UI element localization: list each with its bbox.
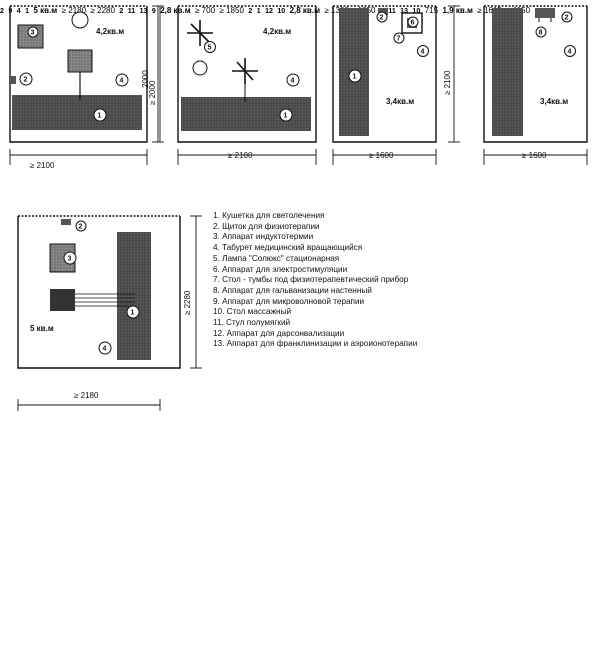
room-1-width: ≥ 2100 [30, 161, 55, 170]
solux-lamp-1 [187, 20, 213, 46]
svg-text:1: 1 [131, 310, 135, 317]
svg-text:1: 1 [353, 74, 357, 81]
room-8-area: 2,8 кв.м [289, 6, 320, 15]
room-2: 5 4 1 4,2кв.м ≥ 2100 ≥ 2000 [148, 5, 317, 165]
room-6-width: ≥ 2180 [61, 6, 87, 15]
svg-text:3: 3 [31, 30, 35, 37]
couch-4 [492, 8, 523, 136]
galvanization-device [535, 8, 555, 18]
room-2-width: ≥ 2100 [228, 151, 253, 160]
svg-text:4: 4 [291, 78, 295, 85]
chair-7: 2 11 13 9 2,8 кв.м ≥ 700 ≥ 1850 [119, 6, 244, 15]
svg-text:4: 4 [568, 49, 572, 56]
svg-text:2: 2 [24, 77, 28, 84]
room-3-height: ≥ 2100 [443, 70, 452, 95]
svg-text:6: 6 [411, 20, 415, 27]
table-device [67, 49, 93, 73]
room-5-area: 5 кв.м [30, 324, 54, 333]
svg-text:1: 1 [98, 113, 102, 120]
solux-lamp-2 [232, 58, 258, 84]
room-7-area: 2,8 кв.м [160, 6, 191, 15]
legend-item: 3. Аппарат индуктотермии [213, 232, 314, 242]
svg-text:4: 4 [120, 78, 124, 85]
svg-text:4: 4 [103, 346, 107, 353]
room-5-width: ≥ 2180 [74, 391, 99, 400]
legend-item: 10. Стол массажный [213, 307, 292, 317]
room-9-width: ≥ 1615 [477, 6, 502, 15]
room-2-height: ≥ 2000 [148, 80, 157, 105]
legend-item: 2. Щиток для физиотерапии [213, 221, 320, 231]
legend-item: 7. Стол - тумбы под физиотерапевтический… [213, 275, 409, 285]
couch-5 [117, 232, 151, 360]
room-6-height: ≥ 2280 [90, 6, 115, 15]
legend-item: 12. Аппарат для дарсонвализации [213, 328, 345, 338]
room-8-width: ≥ 1300 [324, 6, 349, 15]
legend-item: 4. Табурет медицинский вращающийся [213, 243, 363, 253]
svg-text:1: 1 [284, 113, 288, 120]
room-3-area: 3,4кв.м [386, 97, 414, 106]
svg-text:5: 5 [208, 45, 212, 52]
room-1-area: 4,2кв.м [96, 27, 124, 36]
room-1: 3 2 4 1 4,2кв.м ≥ 2100 2000 [9, 5, 164, 170]
svg-text:2: 2 [79, 224, 83, 231]
svg-text:2: 2 [565, 15, 569, 22]
room-7-height: ≥ 1850 [219, 6, 244, 15]
legend-item: 6. Аппарат для электростимуляции [213, 264, 348, 274]
room-2-area: 4,2кв.м [263, 27, 291, 36]
svg-text:8: 8 [539, 30, 543, 37]
room-6-area: 5 кв.м [33, 6, 58, 15]
room-1-height: 2000 [141, 70, 150, 88]
couch-1 [12, 95, 142, 130]
room-3-width: ≥ 1600 [369, 151, 394, 160]
wall-panel [10, 76, 16, 84]
svg-text:2: 2 [380, 15, 384, 22]
legend-item: 13. Аппарат для франклинизации и аэроион… [213, 339, 418, 349]
svg-text:3: 3 [68, 256, 72, 263]
room-7: 2 11 13 9 2,8 кв.м ≥ 700 ≥ 1850 [119, 0, 248, 17]
room-3: 2 6 7 4 1 3,4кв.м ≥ 1600 ≥ 2100 [332, 5, 460, 165]
room-5: 2 3 4 1 5 кв.м ≥ 2180 ≥ 2280 [17, 215, 202, 411]
room-5-height: ≥ 2280 [183, 290, 192, 315]
legend-item: 8. Аппарат для гальванизации настенный [213, 285, 372, 295]
room-9-inner-dim: 715 [424, 6, 439, 15]
svg-text:4: 4 [421, 49, 425, 56]
legend-item: 1. Кушетка для светолечения [213, 211, 325, 220]
room-7-width: ≥ 700 [195, 6, 216, 15]
legend-item: 9. Аппарат для микроволновой терапии [213, 296, 365, 306]
table-device-5 [50, 289, 75, 311]
room-4: 2 8 4 3,4кв.м ≥ 1600 [483, 5, 588, 165]
equipment-legend: 1. Кушетка для светолечения 2. Щиток для… [213, 211, 417, 350]
room-9-area: 1,9 кв.м [442, 6, 473, 15]
massage-table-7: 2 11 13 9 2,8 кв.м ≥ 700 ≥ 1850 [119, 0, 248, 17]
room-4-area: 3,4кв.м [540, 97, 568, 106]
legend-item: 5. Лампа "Солюкс" стационарная [213, 253, 340, 263]
couch-7a: 2 11 13 9 2,8 кв.м ≥ 700 ≥ 1850 [119, 0, 248, 17]
svg-text:7: 7 [397, 36, 401, 43]
legend-item: 11. Стул полумягкий [213, 318, 291, 328]
room-4-width: ≥ 1600 [522, 151, 547, 160]
